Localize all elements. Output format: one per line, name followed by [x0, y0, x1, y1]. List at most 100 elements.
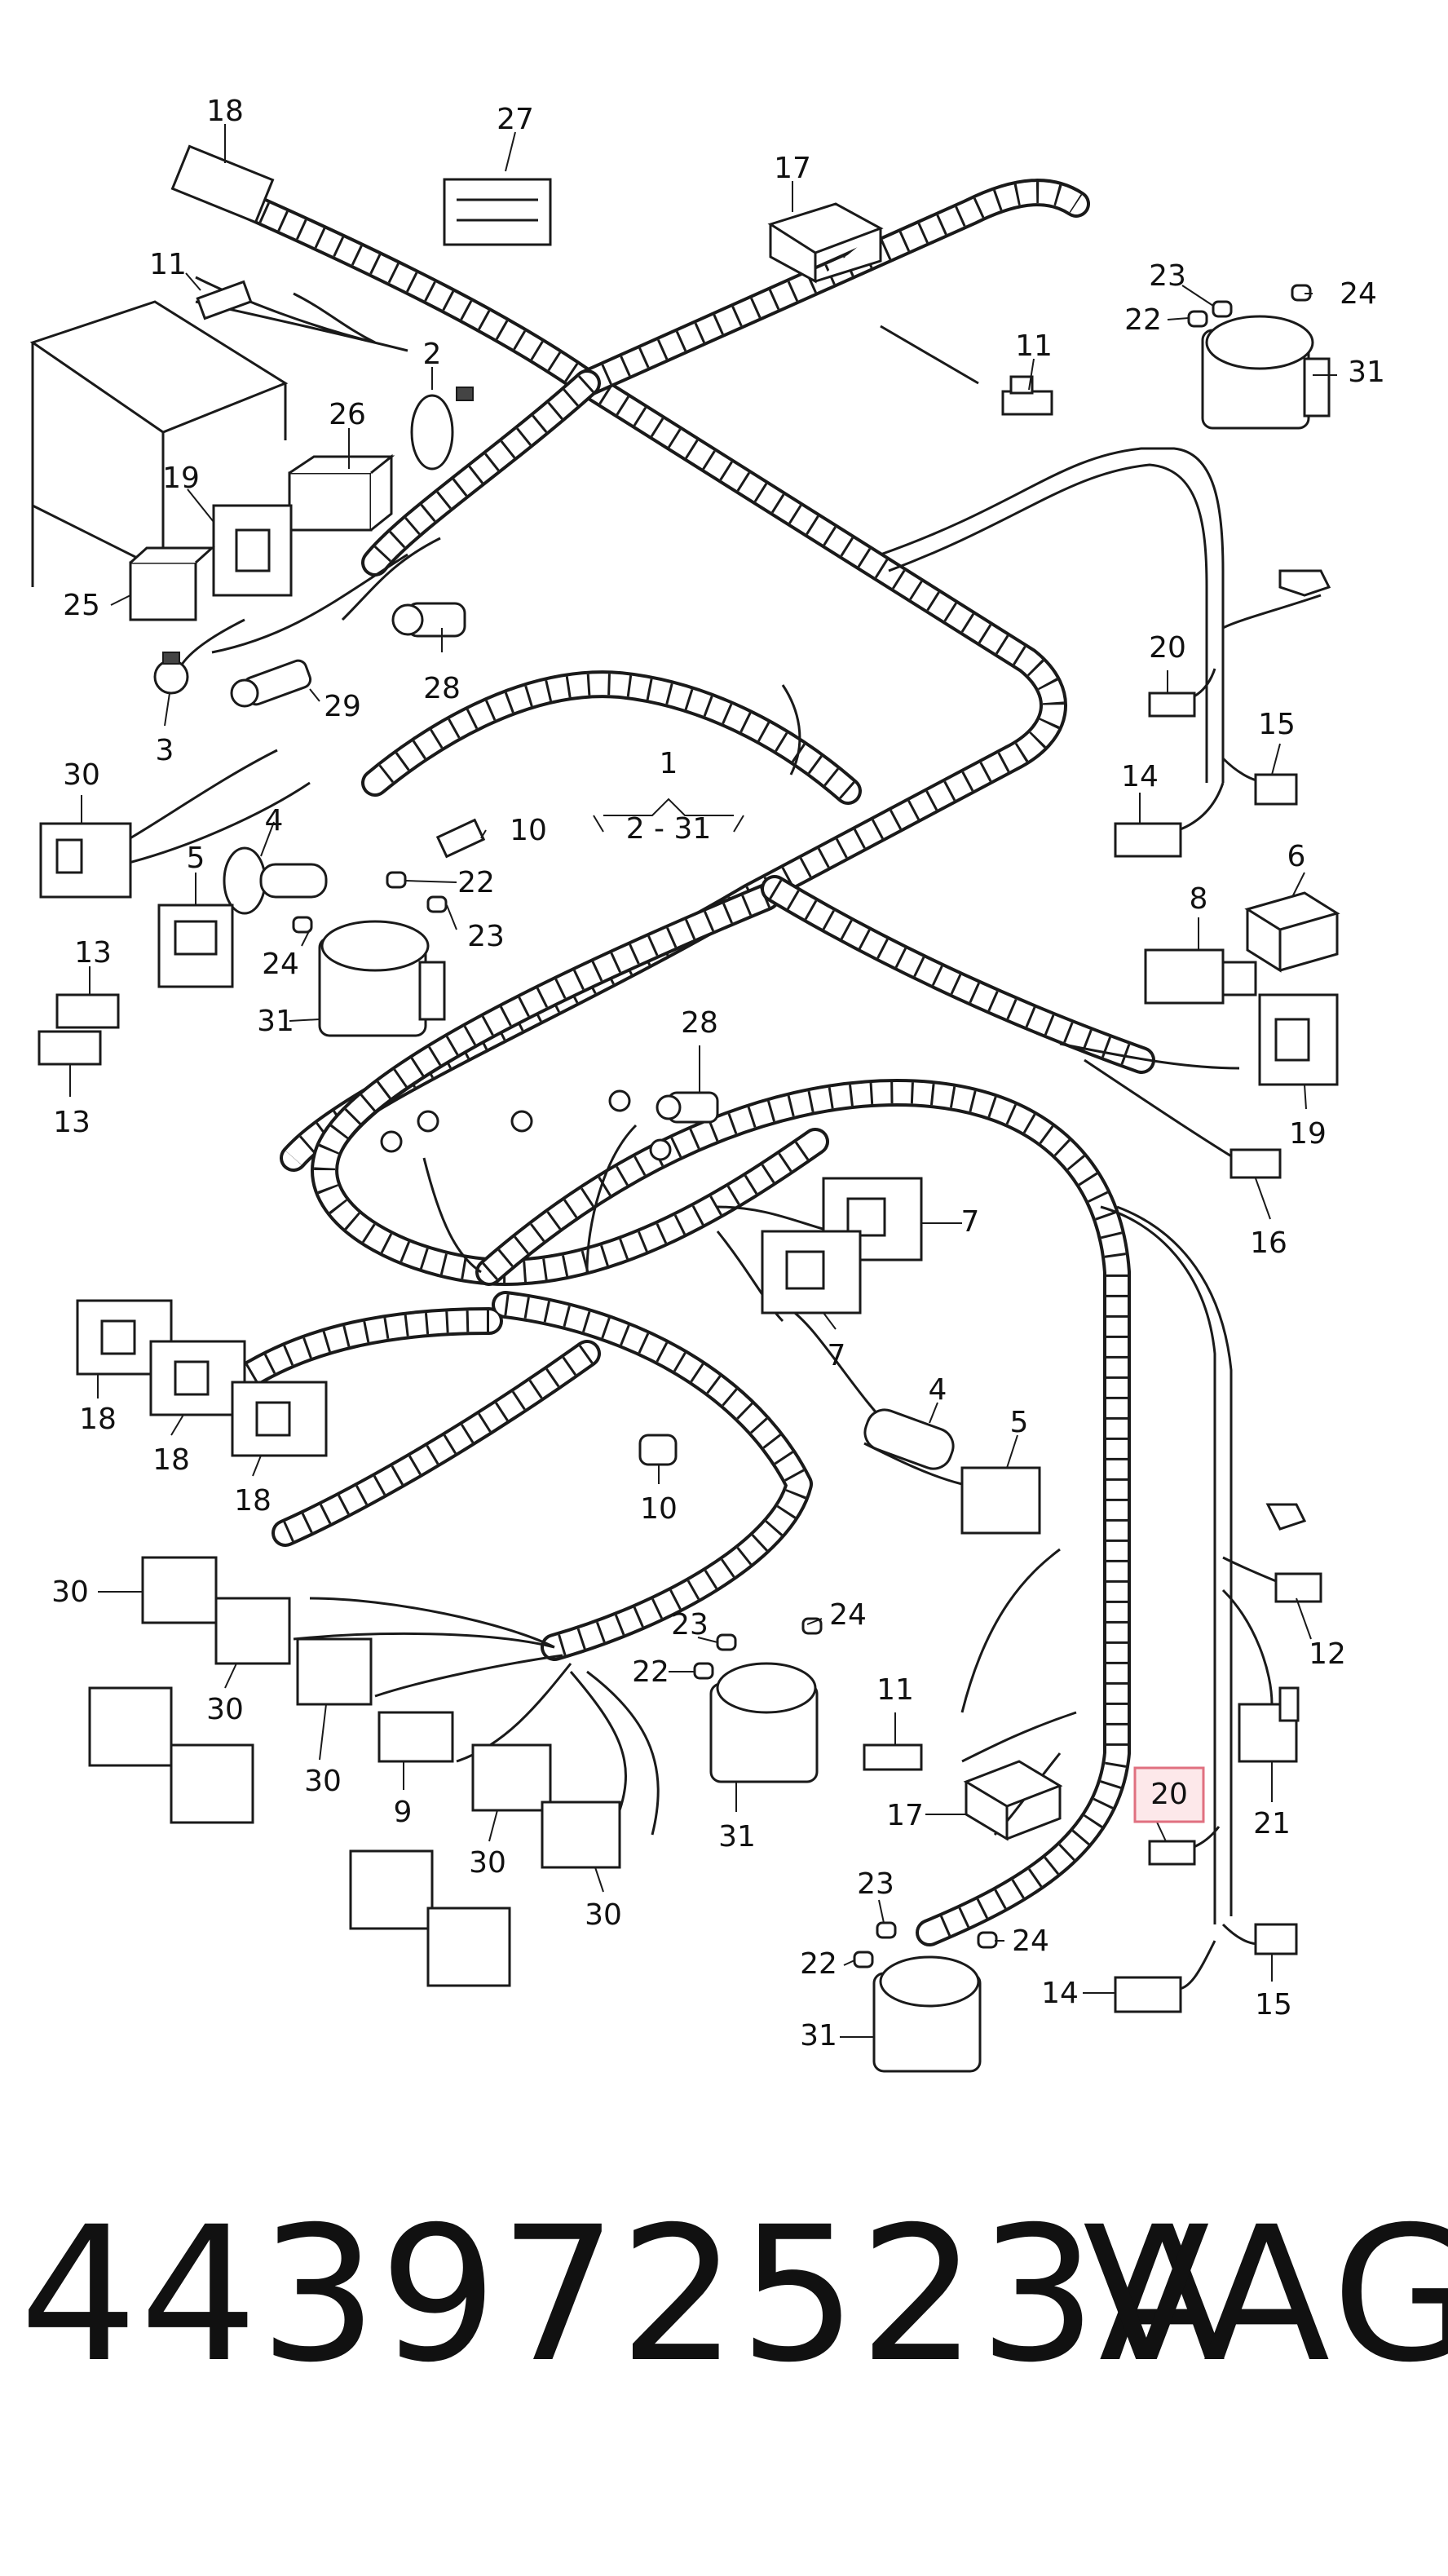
connector-15-bottom — [1254, 1923, 1298, 1955]
callout-24: 24 — [262, 948, 299, 981]
plug-31-left — [318, 920, 446, 1037]
relay-6 — [1244, 891, 1340, 973]
connector-13-top — [55, 993, 120, 1029]
callout-18: 18 — [152, 1443, 190, 1477]
callout-14: 14 — [1121, 760, 1159, 793]
connectors — [38, 144, 1340, 2073]
connector-11-top-left — [196, 280, 253, 320]
callout-30: 30 — [51, 1575, 89, 1609]
callout-24: 24 — [1012, 1924, 1049, 1958]
callout-20: 20 — [1149, 631, 1186, 665]
callout-26: 26 — [329, 398, 366, 431]
callout-19: 19 — [1289, 1117, 1327, 1151]
seal-23-bottom — [876, 1921, 897, 1939]
plug-5-top — [157, 904, 234, 988]
callout-3: 3 — [156, 734, 174, 767]
callout-14: 14 — [1041, 1977, 1079, 2010]
seal-24-left — [292, 916, 313, 934]
connector-14-top — [1114, 822, 1182, 858]
relay-socket-7-lower — [761, 1230, 862, 1315]
callout-17: 17 — [886, 1799, 924, 1832]
callout-12: 12 — [1309, 1637, 1346, 1671]
callout-27: 27 — [497, 103, 534, 136]
sensor-28-top — [391, 602, 466, 638]
callout-21: 21 — [1253, 1807, 1291, 1840]
leader-lines — [69, 124, 1337, 2038]
harness-trunks — [231, 179, 1155, 1946]
brand-caption: VAG — [1083, 2186, 1448, 2403]
callout-17: 17 — [774, 152, 811, 185]
seal-22-top — [1187, 310, 1208, 328]
connector-16 — [1229, 1148, 1282, 1179]
clip-10-top — [435, 818, 486, 859]
highlighted-callout-label[interactable]: 20 — [1150, 1778, 1188, 1811]
callout-24: 24 — [829, 1598, 867, 1632]
callout-7: 7 — [828, 1339, 846, 1372]
connector-25 — [129, 546, 215, 621]
callout-28: 28 — [423, 672, 461, 705]
connector-14-bottom — [1114, 1976, 1182, 2013]
seal-24-center — [801, 1617, 823, 1635]
switch-blocks — [88, 1686, 511, 1987]
connector-27 — [443, 178, 552, 246]
callout-5: 5 — [1010, 1406, 1029, 1439]
callout-8: 8 — [1190, 882, 1208, 916]
seal-23-center — [716, 1633, 737, 1651]
connector-20-top — [1148, 691, 1196, 718]
callout-11: 11 — [1015, 329, 1053, 363]
connector-15-top — [1254, 773, 1298, 806]
wiring-harness-diagram: 18 27 17 11 2 11 23 24 22 31 26 19 25 28… — [29, 95, 1385, 2073]
cable-tie-2 — [410, 387, 474, 471]
callout-24: 24 — [1340, 277, 1377, 311]
callout-15: 15 — [1258, 708, 1296, 741]
connector-30-c — [296, 1637, 373, 1706]
callout-2: 2 — [423, 338, 442, 371]
group-range: 2 - 31 — [626, 812, 712, 846]
callout-5: 5 — [187, 842, 205, 875]
plug-5-bottom — [960, 1466, 1041, 1535]
callout-30: 30 — [206, 1693, 244, 1726]
callout-labels: 18 27 17 11 2 11 23 24 22 31 26 19 25 28… — [51, 95, 1385, 2052]
callout-22: 22 — [457, 866, 495, 899]
seal-22-center — [693, 1662, 714, 1680]
seal-23-top — [1212, 300, 1233, 318]
callout-16: 16 — [1250, 1226, 1287, 1260]
relay-18-c — [231, 1381, 328, 1457]
callout-23: 23 — [857, 1867, 894, 1901]
connector-20-lower — [1148, 1840, 1196, 1866]
callout-11: 11 — [876, 1673, 914, 1707]
callout-28: 28 — [681, 1006, 718, 1040]
callout-23: 23 — [1149, 259, 1186, 293]
callout-9: 9 — [394, 1796, 413, 1829]
callout-30: 30 — [585, 1898, 622, 1932]
callout-23: 23 — [467, 920, 505, 953]
callout-6: 6 — [1287, 840, 1306, 873]
callout-10: 10 — [510, 814, 547, 847]
plug-31-top-right — [1201, 315, 1331, 430]
connector-11-top-right — [1001, 375, 1053, 416]
group-label: 1 — [660, 747, 678, 780]
callout-11: 11 — [149, 248, 187, 281]
connector-8 — [1144, 948, 1257, 1005]
ring-terminals — [380, 1089, 672, 1161]
grommet-4-bottom — [863, 1408, 955, 1470]
harness-lower-left — [231, 1291, 813, 1661]
callout-31: 31 — [718, 1820, 756, 1854]
callout-23: 23 — [671, 1608, 709, 1641]
connector-30-a — [141, 1556, 218, 1624]
callout-10: 10 — [640, 1492, 678, 1526]
connector-17-lower — [963, 1760, 1063, 1841]
callout-30: 30 — [469, 1846, 506, 1880]
connector-30-d — [471, 1743, 552, 1812]
connector-30-top-left — [39, 822, 132, 899]
connector-13-bottom — [38, 1030, 102, 1066]
connector-17-top — [767, 202, 884, 284]
callout-31: 31 — [257, 1005, 294, 1038]
highlight-box — [1133, 1766, 1205, 1823]
callout-15: 15 — [1255, 1988, 1292, 2021]
grommet-4-top — [223, 846, 328, 915]
seal-22-bottom — [853, 1951, 874, 1968]
plug-31-bottom — [872, 1955, 982, 2073]
callout-7: 7 — [961, 1205, 980, 1239]
callout-18: 18 — [79, 1403, 117, 1436]
